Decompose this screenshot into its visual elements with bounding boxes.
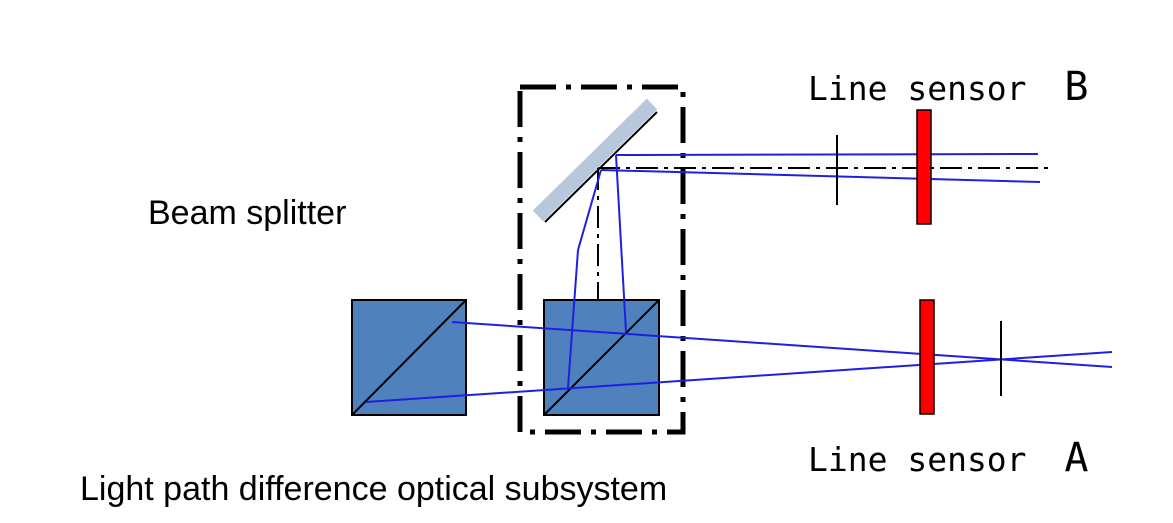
line-sensor-icon (919, 299, 935, 415)
line-sensor-b-label: Line sensor B (808, 64, 1089, 110)
line-sensor-b-prefix: Line sensor (808, 69, 1027, 108)
line-sensor-a-letter: A (1064, 435, 1088, 481)
mirror-icon (532, 98, 658, 223)
line-sensor-a-label: Line sensor A (808, 435, 1089, 481)
subsystem-label: Light path difference optical subsystem (80, 470, 667, 508)
beam-splitter-label: Beam splitter (148, 194, 346, 232)
cube-beam-splitter-icon (543, 299, 660, 416)
line-sensor-icon (916, 109, 932, 225)
line-sensor-a-prefix: Line sensor (808, 440, 1027, 479)
subsystem-enclosure (517, 84, 686, 435)
cube-beam-splitter-icon (351, 299, 467, 416)
line-sensor-b-letter: B (1064, 64, 1088, 110)
